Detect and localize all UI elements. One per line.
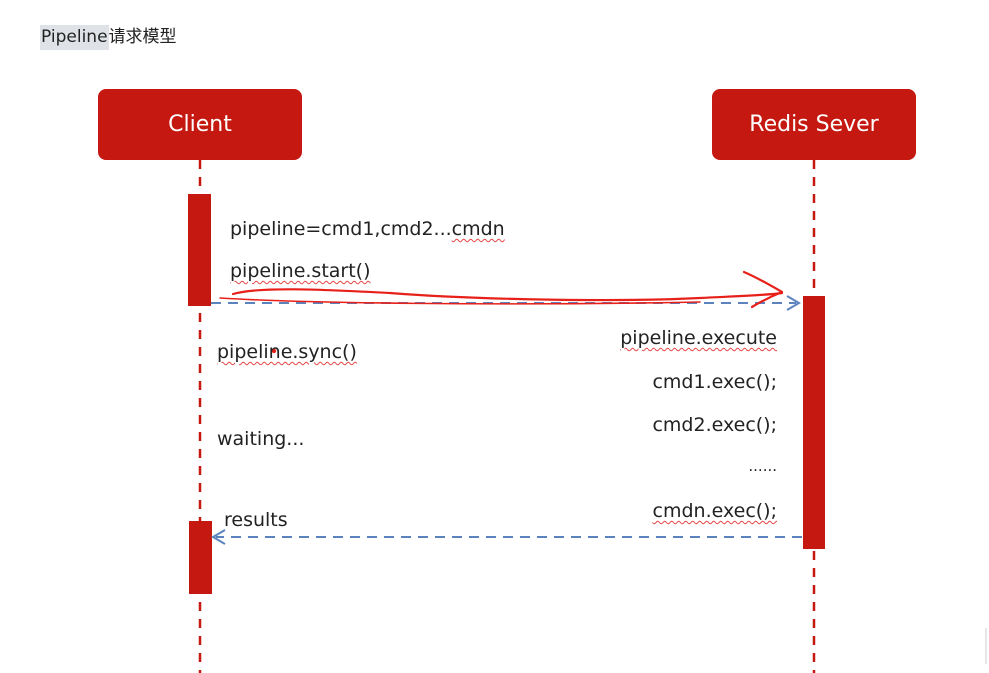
ellipsis-note: ......: [748, 457, 777, 475]
response-arrowhead: [211, 529, 226, 545]
cmdn-exec-note: cmdn.exec();: [652, 500, 777, 522]
cmd1-exec-note: cmd1.exec();: [652, 371, 777, 393]
server-actor-label: Redis Sever: [749, 112, 879, 137]
client-activation-bar-top: [188, 194, 211, 306]
client-actor-label: Client: [168, 112, 232, 137]
page-title-cjk: 请求模型: [108, 27, 177, 47]
pipeline-sync-note: pipeline.sync(): [217, 341, 357, 363]
pen-annotation-stroke: [231, 288, 784, 302]
scrollbar-edge: [985, 628, 987, 664]
page-title: Pipeline请求模型: [40, 22, 177, 50]
server-activation-bar: [803, 296, 825, 549]
waiting-note: waiting...: [217, 428, 305, 450]
pipeline-definition-note: pipeline=cmd1,cmd2...cmdn: [230, 218, 505, 240]
pen-annotation-dot: [271, 348, 277, 354]
server-actor-box: Redis Sever: [712, 89, 916, 160]
client-activation-bar-bottom: [189, 521, 212, 594]
request-arrowhead: [786, 295, 801, 311]
results-note: results: [224, 509, 288, 531]
pen-annotation-arrowhead: [742, 270, 784, 309]
pipeline-execute-note: pipeline.execute: [620, 327, 777, 349]
page-title-latin: Pipeline: [40, 25, 109, 50]
pen-annotation-underline: [219, 297, 701, 305]
pipeline-start-note: pipeline.start(): [230, 260, 371, 282]
cmd2-exec-note: cmd2.exec();: [652, 414, 777, 436]
client-actor-box: Client: [98, 89, 302, 160]
